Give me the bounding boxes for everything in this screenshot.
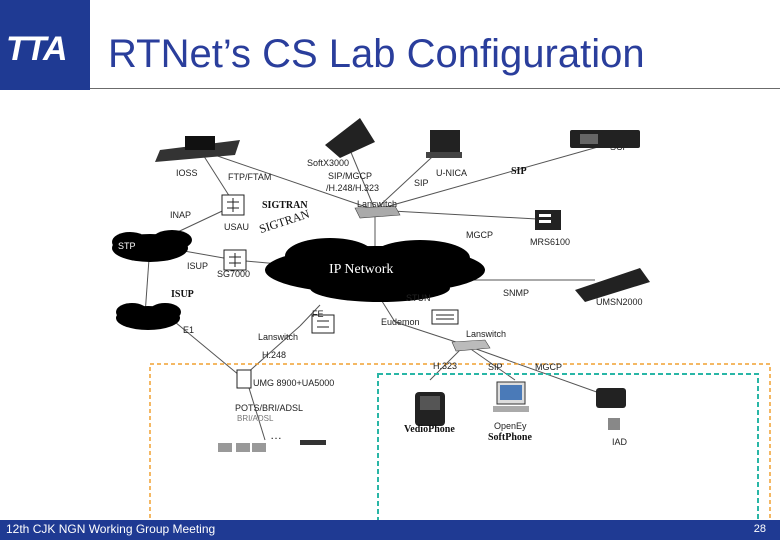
umg8900-icon: [236, 369, 252, 389]
umsn2000-label: UMSN2000: [596, 297, 643, 307]
left-group-border: [149, 363, 771, 520]
access-devices-icon: [218, 440, 326, 452]
h248-label: H.248: [262, 350, 287, 360]
unica-label: U-NICA: [436, 168, 467, 178]
mgcp-bottom-label: MGCP: [535, 362, 562, 372]
ip-network-label: IP Network: [329, 262, 394, 277]
footer-bar: [0, 520, 780, 540]
h323-label: H.323: [433, 361, 458, 371]
stp-label: STP: [118, 241, 136, 251]
umsn2000-icon: [575, 268, 650, 302]
softx-label-1: SoftX3000: [307, 158, 350, 168]
e1-label: E1: [183, 325, 195, 335]
scp-label: SCP: [610, 142, 629, 152]
softphone-pc-icon: [493, 381, 529, 412]
softx3000-icon: [325, 118, 375, 158]
mrs6100-icon: [535, 210, 561, 230]
unica-icon: [426, 130, 462, 158]
scp-device: [570, 130, 640, 148]
title-rule: [90, 88, 780, 89]
tta-logo: TTA: [6, 30, 68, 68]
sip-right-label: SIP: [511, 166, 527, 177]
lanswitch-left-label: Lanswitch: [258, 332, 299, 342]
mrs6100-label: MRS6100: [530, 237, 571, 247]
eudemon-icon: [431, 309, 459, 325]
sip-top-label: SIP: [414, 178, 429, 188]
iad-label: IAD: [612, 437, 628, 447]
openey-label-1: OpenEy: [494, 421, 527, 431]
logo-box: TTA: [0, 0, 90, 90]
iad-icon: [596, 388, 626, 430]
fe-switch-icon: [311, 314, 335, 334]
lanswitch-top-label: Lanswitch: [357, 199, 398, 209]
snmp-label: SNMP: [503, 288, 530, 298]
lanswitch-right-icon: [451, 339, 491, 352]
sigtran-label: SIGTRAN: [262, 200, 308, 211]
lanswitch-top-icon: [354, 205, 401, 219]
umg-label: UMG 8900+UA5000: [253, 378, 335, 388]
sip-bottom-label: SIP: [488, 362, 503, 372]
openey-label-2: SoftPhone: [488, 432, 532, 443]
videophone-label: VedioPhone: [404, 424, 455, 435]
sg7000-icon: [223, 249, 247, 271]
inap-label: INAP: [170, 210, 192, 220]
right-group-border: [377, 373, 759, 520]
lanswitch-right-label: Lanswitch: [466, 329, 507, 339]
pstn-cloud: [116, 303, 181, 330]
ip-network-cloud: [265, 238, 485, 302]
ftp-ftam-label: FTP/FTAM: [228, 172, 272, 182]
sg7000-label: SG7000: [217, 269, 251, 279]
ioss-workstation-icon: [155, 136, 240, 162]
usau-label: USAU: [224, 222, 250, 232]
sigtran-gateway-icon: [221, 194, 245, 216]
isup-big-label: ISUP: [171, 289, 194, 300]
stun-label: STUN: [406, 293, 431, 303]
slide-title: RTNet’s CS Lab Configuration: [108, 32, 645, 76]
network-diagram: [112, 118, 771, 520]
softx-label-2: SIP/MGCP: [328, 171, 373, 181]
page-number: 28: [753, 523, 766, 535]
stp-cloud: [112, 230, 192, 262]
briadsl-label: BRI/ADSL: [237, 414, 274, 423]
pots-label: POTS/BRI/ADSL: [235, 403, 304, 413]
softx-label-3: /H.248/H.323: [326, 183, 380, 193]
ioss-label: IOSS: [176, 168, 198, 178]
videophone-icon: [415, 392, 445, 426]
mgcp-top-label: MGCP: [466, 230, 493, 240]
isup-small-label: ISUP: [187, 261, 209, 271]
eudemon-label: Eudemon: [381, 317, 420, 327]
fe-label: FE: [312, 309, 324, 319]
footer-text: 12th CJK NGN Working Group Meeting: [6, 522, 216, 536]
ellipsis-label: …: [270, 428, 282, 442]
